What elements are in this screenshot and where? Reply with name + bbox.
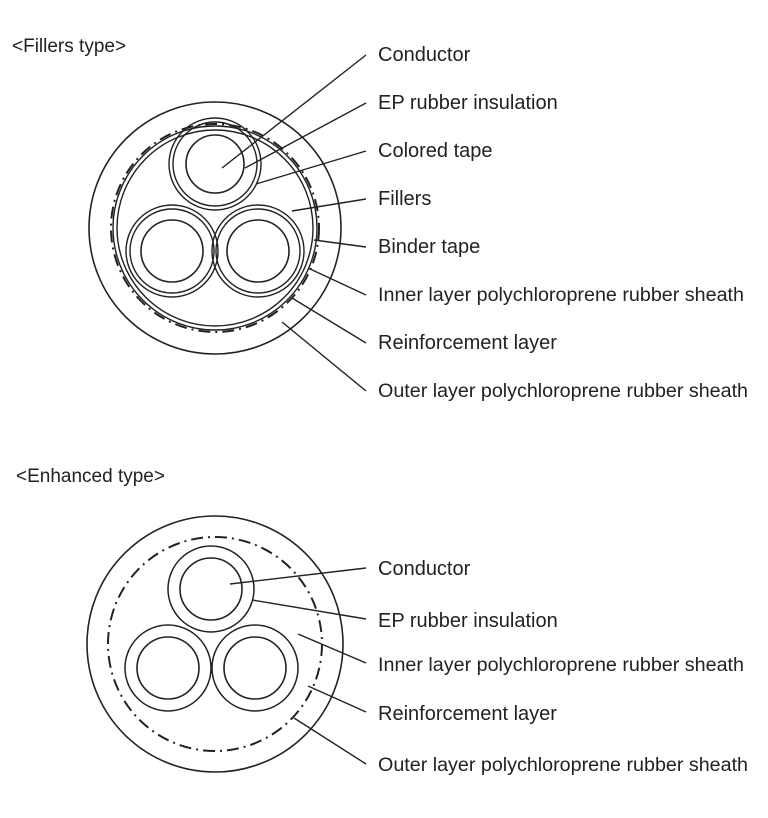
fillers-leader-colored-tape	[255, 150, 367, 185]
enhanced-type-title: <Enhanced type>	[16, 466, 165, 487]
enhanced-outer-sheath	[86, 515, 344, 773]
fillers-label-reinforcement-layer: Reinforcement layer	[378, 332, 557, 354]
fillers-labels: Conductor EP rubber insulation Colored t…	[378, 44, 748, 402]
enhanced-core-right-conductor	[223, 636, 287, 700]
fillers-label-ep-rubber-insulation: EP rubber insulation	[378, 92, 558, 114]
enhanced-leader-insulation	[251, 599, 367, 620]
fillers-label-colored-tape: Colored tape	[378, 140, 493, 162]
enhanced-cable-cross-section	[86, 515, 344, 773]
fillers-core-left-conductor	[140, 219, 204, 283]
fillers-binder-tape-inner	[116, 129, 314, 327]
fillers-core-top-colored-tape	[168, 117, 262, 211]
fillers-leader-outer-sheath	[281, 321, 367, 392]
enhanced-leader-conductor	[229, 567, 367, 585]
fillers-leader-lines	[221, 54, 367, 392]
fillers-core-left-colored-tape	[125, 204, 219, 298]
fillers-cable-cross-section	[88, 101, 342, 355]
enhanced-label-reinforcement-layer: Reinforcement layer	[378, 703, 557, 725]
fillers-core-right-colored-tape	[211, 204, 305, 298]
enhanced-core-top-conductor	[179, 557, 243, 621]
enhanced-label-ep-rubber-insulation: EP rubber insulation	[378, 610, 558, 632]
fillers-leader-inner-sheath	[307, 267, 367, 296]
fillers-core-left-insulation	[129, 208, 215, 294]
fillers-leader-reinforcement	[291, 297, 367, 344]
enhanced-label-inner-sheath: Inner layer polychloroprene rubber sheat…	[378, 655, 744, 676]
enhanced-type-diagram: <Enhanced type> Conductor EP ru	[16, 466, 748, 776]
enhanced-leader-outer-sheath	[293, 717, 367, 765]
enhanced-core-left-insulation	[124, 624, 212, 712]
enhanced-leader-inner-sheath	[297, 633, 367, 664]
fillers-label-fillers: Fillers	[378, 188, 431, 210]
enhanced-leader-reinforcement	[307, 685, 367, 713]
fillers-reinforcement-layer	[110, 123, 320, 333]
enhanced-label-conductor: Conductor	[378, 558, 471, 580]
fillers-core-right-insulation	[215, 208, 301, 294]
fillers-core-top-conductor	[185, 134, 245, 194]
fillers-label-outer-sheath: Outer layer polychloroprene rubber sheat…	[378, 381, 748, 402]
fillers-core-top-insulation	[172, 121, 258, 207]
fillers-type-title: <Fillers type>	[12, 36, 126, 57]
enhanced-label-outer-sheath: Outer layer polychloroprene rubber sheat…	[378, 755, 748, 776]
enhanced-core-right-insulation	[211, 624, 299, 712]
fillers-core-right-conductor	[226, 219, 290, 283]
fillers-label-inner-sheath: Inner layer polychloroprene rubber sheat…	[378, 285, 744, 306]
enhanced-core-top-insulation	[167, 545, 255, 633]
fillers-leader-binder-tape	[313, 239, 367, 248]
enhanced-leader-lines	[229, 567, 367, 765]
fillers-type-diagram: <Fillers type>	[12, 36, 748, 402]
fillers-leader-conductor	[221, 54, 367, 169]
enhanced-core-left-conductor	[136, 636, 200, 700]
fillers-binder-tape-outer	[112, 125, 318, 331]
fillers-leader-insulation	[244, 102, 367, 169]
fillers-outer-sheath	[88, 101, 342, 355]
fillers-label-conductor: Conductor	[378, 44, 471, 66]
fillers-label-binder-tape: Binder tape	[378, 236, 480, 258]
enhanced-labels: Conductor EP rubber insulation Inner lay…	[378, 558, 748, 776]
fillers-leader-fillers	[291, 198, 367, 212]
